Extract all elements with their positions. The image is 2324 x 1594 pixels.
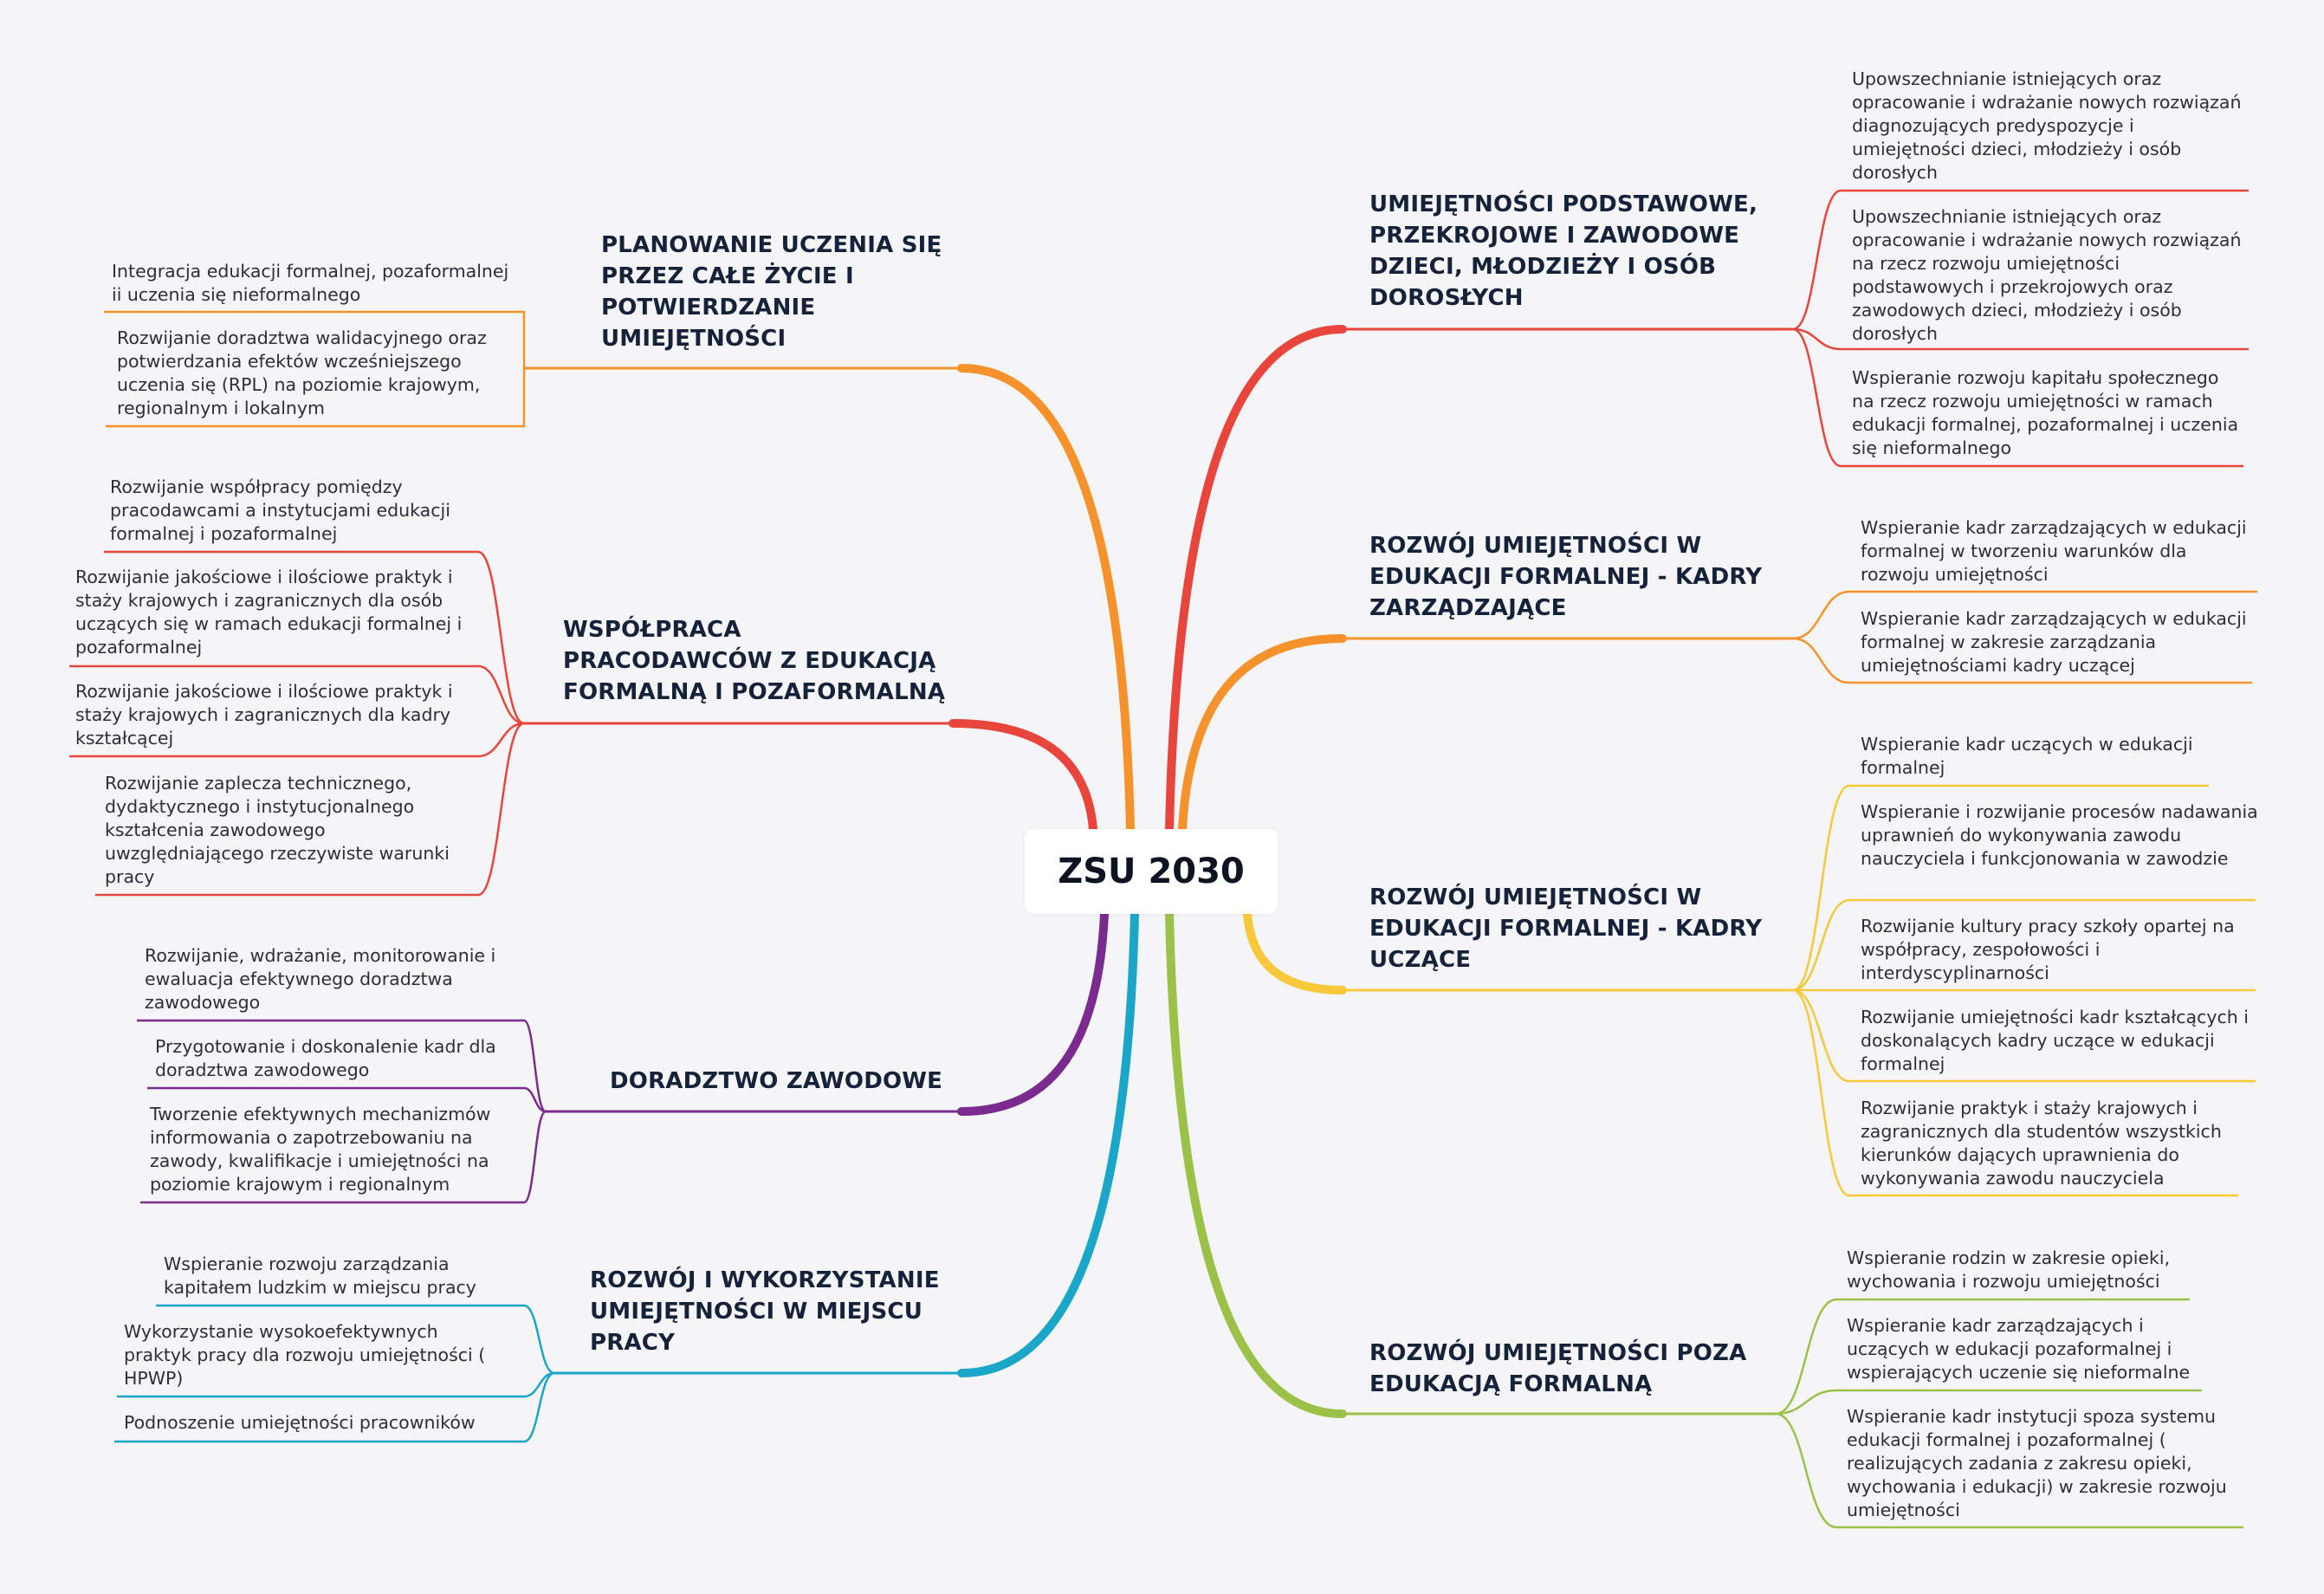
central-topic[interactable]: ZSU 2030 [1025,829,1278,914]
leaf-doradztwo-3[interactable]: Tworzenie efektywnych mechanizmów inform… [150,1104,491,1195]
leaf-connector-2-1 [147,1086,547,1113]
leaf-connector-6-4 [1792,988,2238,1197]
leaf-connector-5-0 [1792,590,2257,640]
leaf-doradztwo-2[interactable]: Przygotowanie i doskonalenie kadr dla do… [155,1036,496,1080]
leaf-connector-4-2 [1792,327,2243,468]
leaf-uczace-3[interactable]: Rozwijanie kultury pracy szkoły opartej … [1861,916,2235,983]
leaf-wspolpraca-3[interactable]: Rozwijanie jakościowe i ilościowe prakty… [75,681,453,748]
leaf-wspolpraca-2[interactable]: Rozwijanie jakościowe i ilościowe prakty… [75,567,463,658]
topic-miejsce-pracy[interactable]: ROZWÓJ I WYKORZYSTANIE UMIEJĘTNOŚCI W MI… [590,1267,940,1356]
leaf-connector-2-0 [137,1019,547,1113]
leaf-wspolpraca-1[interactable]: Rozwijanie współpracy pomiędzy pracodawc… [110,476,450,544]
leaf-zarzadzajace-1[interactable]: Wspieranie kadr zarządzających w edukacj… [1861,517,2247,585]
branch-line-0 [957,364,1135,833]
leaf-connector-1-0 [104,550,525,725]
leaf-connector-2-2 [140,1110,547,1204]
leaf-miejsce-pracy-3[interactable]: Podnoszenie umiejętności pracowników [124,1412,476,1433]
leaf-connector-1-1 [69,664,525,725]
leaf-miejsce-pracy-2[interactable]: Wykorzystanie wysokoefektywnych praktyk … [124,1321,486,1389]
leaf-connector-1-3 [95,722,525,897]
leaf-connector-7-1 [1775,1389,2202,1416]
topic-poza-edukacja[interactable]: ROZWÓJ UMIEJĘTNOŚCI POZA EDUKACJĄ FORMAL… [1369,1340,1747,1397]
branch-line-7 [1165,910,1347,1418]
topic-doradztwo[interactable]: DORADZTWO ZAWODOWE [610,1068,943,1094]
leaf-planowanie-1[interactable]: Integracja edukacji formalnej, pozaforma… [112,261,509,305]
leaf-zarzadzajace-2[interactable]: Wspieranie kadr zarządzających w edukacj… [1861,608,2247,676]
leaf-miejsce-pracy-1[interactable]: Wspieranie rozwoju zarządzania kapitałem… [164,1254,476,1298]
leaf-connector-6-3 [1792,988,2256,1083]
branch-line-1 [948,719,1097,833]
topic-wspolpraca[interactable]: WSPÓŁPRACA PRACODAWCÓW Z EDUKACJĄ FORMAL… [563,617,946,705]
leaf-poza-1[interactable]: Wspieranie rodzin w zakresie opieki, wyc… [1847,1247,2171,1292]
leaf-podstawowe-2[interactable]: Upowszechnianie istniejących oraz opraco… [1852,206,2242,344]
leaf-connector-1-2 [69,722,525,758]
leaf-planowanie-2[interactable]: Rozwijanie doradztwa walidacyjnego oraz … [117,327,487,418]
leaf-poza-3[interactable]: Wspieranie kadr instytucji spoza systemu… [1847,1406,2227,1520]
leaf-doradztwo-1[interactable]: Rozwijanie, wdrażanie, monitorowanie i e… [145,945,496,1013]
leaf-connector-3-0 [156,1304,555,1375]
leaf-uczace-1[interactable]: Wspieranie kadr uczących w edukacji form… [1861,734,2193,778]
leaf-connector-4-1 [1792,327,2249,351]
leaf-connector-0-0 [104,310,526,368]
leaf-connector-6-1 [1792,898,2256,992]
leaf-uczace-2[interactable]: Wspieranie i rozwijanie procesów nadawan… [1861,801,2258,869]
leaf-podstawowe-1[interactable]: Upowszechnianie istniejących oraz opraco… [1852,68,2242,183]
leaf-connector-0-1 [106,368,526,428]
branch-line-2 [957,910,1109,1116]
leaf-connector-4-0 [1792,189,2249,331]
leaf-poza-2[interactable]: Wspieranie kadr zarządzających i uczącyc… [1847,1315,2191,1383]
branch-line-3 [957,910,1139,1377]
branch-line-4 [1165,325,1347,833]
leaf-connector-6-0 [1792,784,2209,992]
leaf-connector-5-1 [1792,637,2252,684]
topic-planowanie[interactable]: PLANOWANIE UCZENIA SIĘ PRZEZ CAŁE ŻYCIE … [601,232,942,352]
branch-line-5 [1178,634,1347,833]
leaf-connector-7-2 [1775,1412,2243,1529]
leaf-wspolpraca-4[interactable]: Rozwijanie zaplecza technicznego, dydakt… [105,773,450,887]
topic-kadry-uczace[interactable]: ROZWÓJ UMIEJĘTNOŚCI W EDUKACJI FORMALNEJ… [1369,884,1763,973]
branch-line-6 [1243,910,1347,995]
leaf-connector-7-0 [1775,1298,2190,1416]
leaf-connector-3-2 [114,1371,555,1443]
topic-kadry-zarzadzajace[interactable]: ROZWÓJ UMIEJĘTNOŚCI W EDUKACJI FORMALNEJ… [1369,533,1763,621]
leaf-uczace-4[interactable]: Rozwijanie umiejętności kadr kształcącyc… [1861,1007,2249,1074]
leaf-podstawowe-3[interactable]: Wspieranie rozwoju kapitału społecznego … [1852,367,2239,458]
topic-umiejetnosci-podstawowe[interactable]: UMIEJĘTNOŚCI PODSTAWOWE, PRZEKROJOWE I Z… [1369,191,1758,311]
leaf-uczace-5[interactable]: Rozwijanie praktyk i staży krajowych i z… [1861,1098,2222,1189]
